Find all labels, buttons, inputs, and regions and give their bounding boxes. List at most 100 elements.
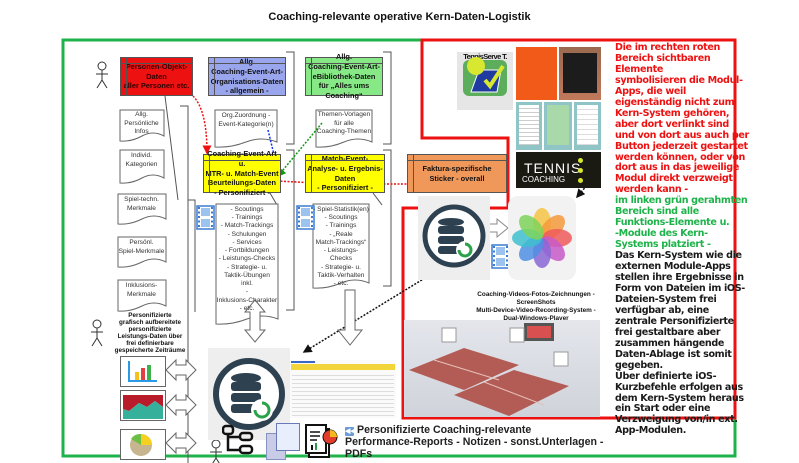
explanation-line: Form von Dateien im iOS- xyxy=(615,282,745,294)
person-icon xyxy=(210,439,222,463)
org-data-box[interactable]: Allg. Coaching-Event-Art- Organisations-… xyxy=(208,57,286,96)
person-icon xyxy=(91,319,103,347)
explanation-line: verfügbar ab, eine xyxy=(615,304,709,316)
tennis-coaching-app[interactable]: TENNIS COACHING xyxy=(516,152,601,188)
explanation-line: gegeben. xyxy=(615,359,663,371)
reports-caption: ◀◀Personifizierte Coaching-relevante Per… xyxy=(345,424,603,460)
flow-arrow-red xyxy=(192,95,212,155)
explanation-line: Apps, die weil xyxy=(615,85,686,97)
explanation-line: externen Module-Apps xyxy=(615,261,731,273)
double-arrow-vertical xyxy=(243,299,267,343)
court-tactics-app-screenshot[interactable] xyxy=(516,47,557,100)
explanation-line: frei gestaltbare aber xyxy=(615,326,721,338)
document-shape xyxy=(215,203,279,325)
document-shape xyxy=(117,236,167,268)
reports-line: PDFs xyxy=(345,448,373,460)
bracket xyxy=(188,199,196,312)
bracket xyxy=(383,149,392,287)
explanation-line: Systems platziert - xyxy=(615,239,711,251)
explanation-line: symbolisieren die Modul- xyxy=(615,74,743,86)
explanation-line: Modul direkt verzweigt xyxy=(615,173,733,185)
down-arrow xyxy=(336,289,364,346)
tennis-player-app-screenshot[interactable] xyxy=(559,47,601,100)
module-database[interactable] xyxy=(418,196,490,280)
video-film-icon[interactable] xyxy=(196,205,215,230)
explanation-line: Daten-Ablage ist somit xyxy=(615,348,732,360)
explanation-line: Kern-System gehören, xyxy=(615,107,730,119)
reports-stack-icon xyxy=(264,423,300,460)
tennis-coaching-title: TENNIS xyxy=(524,160,582,176)
tennis-serve-app[interactable]: TennisServe T. xyxy=(457,52,513,110)
tennis-serve-app-label: TennisServe T. xyxy=(463,52,507,61)
coaching-event-data-box[interactable]: Coaching-Event-Art u. MTR- u. Match-Even… xyxy=(203,149,281,197)
explanation-line: dort aus in das jeweilige xyxy=(615,162,739,174)
explanation-line: eigenständig nicht zum xyxy=(615,96,735,108)
doc-theme-templates: Themen-Vorlagen für alle Coaching-Themen xyxy=(316,111,372,136)
area-chart-icon xyxy=(123,395,163,419)
doc-org-assignment: Org.Zuordnung - Event-Kategorie(n) xyxy=(218,112,274,128)
document-shape xyxy=(214,109,278,148)
explanation-line: zusammen hängende xyxy=(615,337,725,349)
ebibliothek-data-box[interactable]: Allg. Coaching-Event-Art- eBibliothek-Da… xyxy=(305,52,383,100)
database-sync-icon xyxy=(213,358,285,430)
media-caption: Coaching-Videos-Fotos-Zeichnungen - Scre… xyxy=(476,291,596,322)
document-shape xyxy=(117,193,167,225)
connector-line xyxy=(164,95,179,201)
left-caption: Personifizierte grafisch aufbereitete pe… xyxy=(114,312,186,355)
flow-arrow-black xyxy=(302,277,426,353)
video-film-icon[interactable] xyxy=(491,244,510,269)
doc-inclusion-features: Inklusions- Merkmale xyxy=(125,282,158,298)
bracket xyxy=(286,149,295,311)
explanation-line: Dateien-System frei xyxy=(615,293,717,305)
bracket xyxy=(286,51,295,145)
explanation-line: Die im rechten roten xyxy=(615,42,720,53)
explanation-line: stellen ihre Ergebnisse in xyxy=(615,272,744,284)
photos-app[interactable] xyxy=(508,196,576,280)
flow-arrow-green xyxy=(277,122,323,178)
tennis-coaching-subtitle: COACHING xyxy=(522,175,566,184)
stats-app-screenshot[interactable] xyxy=(516,102,542,150)
bar-chart-folder[interactable] xyxy=(120,356,166,387)
double-arrow-horizontal xyxy=(165,358,197,382)
file-list-screenshot xyxy=(290,360,396,418)
tennis-serve-app-icon xyxy=(463,57,507,96)
explanation-line: Bereich sichtbaren xyxy=(615,52,711,64)
reports-line: Performance-Reports - Notizen - sonst.Un… xyxy=(345,436,604,448)
back-icon[interactable]: ◀◀ xyxy=(345,427,356,436)
explanation-line: -Module des Kern- xyxy=(615,228,708,240)
explanation-line: Über definierte iOS- xyxy=(615,370,717,382)
reports-line: Personifizierte Coaching-relevante xyxy=(357,424,532,436)
menu-app-screenshot[interactable] xyxy=(574,102,601,150)
explanation-line: Das Kern-System wie die xyxy=(615,250,742,262)
person-object-data-box[interactable]: Personen-Objekt-Daten aller Personen etc… xyxy=(120,57,193,96)
doc-tech-features: Spiel-techn. Merkmale xyxy=(124,196,159,212)
explanation-line: werden können, oder von xyxy=(615,151,746,163)
explanation-line: Elemente xyxy=(615,63,663,75)
database-sync-icon xyxy=(422,204,486,268)
match-event-data-box[interactable]: Match-Event- Analyse- u. Ergebnis-Daten … xyxy=(305,154,385,193)
bracket xyxy=(180,105,189,463)
explanation-line: App-Modulen. xyxy=(615,425,687,437)
document-shape xyxy=(119,109,165,142)
explanation-line: ein Start oder eine xyxy=(615,403,711,415)
faktura-sticker-box[interactable]: Faktura-spezifische Sticker - overall xyxy=(407,154,507,193)
doc-personal-infos: Allg. Persönliche Infos xyxy=(124,111,159,136)
explanation-line: und von dort aus auch per xyxy=(615,129,749,141)
court-view-app-screenshot[interactable] xyxy=(544,102,572,150)
explanation-line: Button jederzeit gestartet xyxy=(615,140,748,152)
explanation-line: Kurzbefehle erfolgen aus xyxy=(615,381,743,393)
doc-play-features: Persönl. Spiel-Merkmale xyxy=(118,239,165,255)
video-film-icon[interactable] xyxy=(296,205,315,230)
video-recording-court-image xyxy=(404,320,600,417)
explanation-line: im linken grün gerahmten xyxy=(615,195,748,207)
bracket xyxy=(383,51,392,145)
bar-chart-icon xyxy=(128,361,157,382)
person-icon xyxy=(96,61,108,89)
explanation-line: Funktions-Elemente u. xyxy=(615,217,730,229)
doc-categories: Individ. Kategorien xyxy=(125,152,158,168)
pie-chart-folder[interactable] xyxy=(120,429,166,460)
double-arrow-horizontal xyxy=(165,393,197,417)
area-chart-folder[interactable] xyxy=(120,390,166,421)
explanation-line: dem Kern-System heraus xyxy=(615,392,744,404)
